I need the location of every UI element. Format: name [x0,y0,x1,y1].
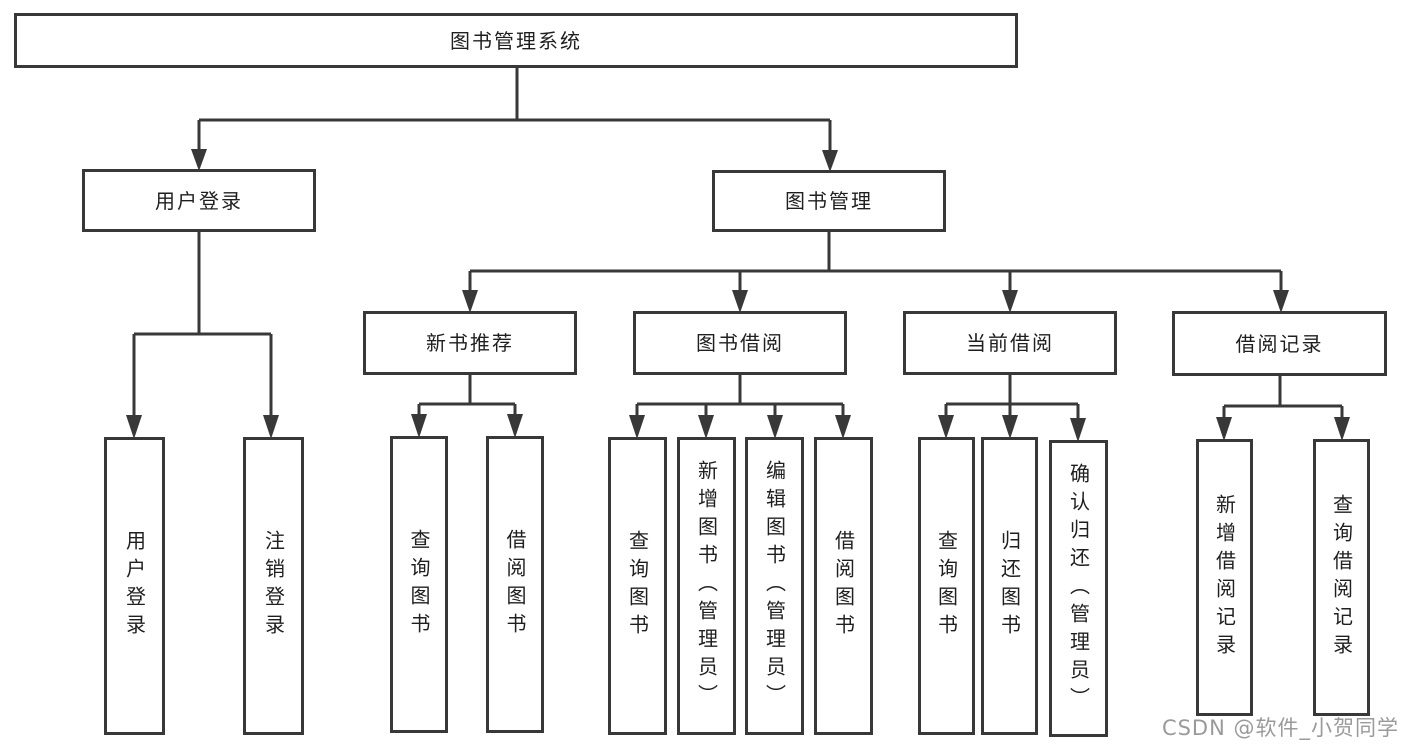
node-ul-login-label: 用户登录 [122,530,147,642]
node-bb-query: 查询图书 [608,437,667,735]
node-user-login-label: 用户登录 [155,188,243,213]
node-book-mgmt-label: 图书管理 [785,189,873,213]
node-bb-query-label: 查询图书 [625,530,650,642]
node-nbr-borrow-label: 借阅图书 [503,528,527,641]
node-ul-logout: 注销登录 [243,437,304,735]
node-book-borrow: 图书借阅 [633,311,847,375]
node-cb-query-label: 查询图书 [934,530,959,642]
node-cb-query: 查询图书 [918,437,975,735]
node-bb-add: 新增图书（管理员） [677,437,736,735]
node-bb-borrow-label: 借阅图书 [831,530,856,642]
csdn-watermark: CSDN @软件_小贺同学 [1161,716,1399,740]
node-nbr-borrow: 借阅图书 [486,436,544,733]
node-bb-edit: 编辑图书（管理员） [745,437,804,735]
node-cb-confirm-label: 确认归还（管理员） [1066,462,1091,715]
node-bb-edit-label: 编辑图书（管理员） [762,460,787,712]
node-cb-return: 归还图书 [981,437,1038,735]
node-current-borrow: 当前借阅 [903,311,1117,375]
node-current-borrow-label: 当前借阅 [966,331,1054,355]
node-nbr-query-label: 查询图书 [407,528,431,641]
node-root: 图书管理系统 [14,13,1018,68]
node-br-add-label: 新增借阅记录 [1212,493,1237,662]
node-cb-confirm: 确认归还（管理员） [1049,440,1108,737]
node-user-login: 用户登录 [82,169,316,232]
node-br-add: 新增借阅记录 [1196,439,1253,716]
node-nbr-query: 查询图书 [390,436,448,733]
node-bb-borrow: 借阅图书 [814,437,873,735]
node-new-book-rec: 新书推荐 [363,311,577,375]
node-cb-return-label: 归还图书 [997,530,1022,642]
node-br-query-label: 查询借阅记录 [1329,493,1354,662]
node-borrow-records-label: 借阅记录 [1235,331,1324,356]
node-ul-logout-label: 注销登录 [261,530,286,642]
node-borrow-records: 借阅记录 [1172,311,1387,376]
node-book-borrow-label: 图书借阅 [696,331,784,355]
node-book-mgmt: 图书管理 [712,170,946,232]
node-new-book-rec-label: 新书推荐 [426,331,514,355]
node-br-query: 查询借阅记录 [1313,439,1370,716]
node-root-label: 图书管理系统 [450,28,582,53]
node-bb-add-label: 新增图书（管理员） [694,460,719,712]
node-ul-login: 用户登录 [104,437,165,735]
